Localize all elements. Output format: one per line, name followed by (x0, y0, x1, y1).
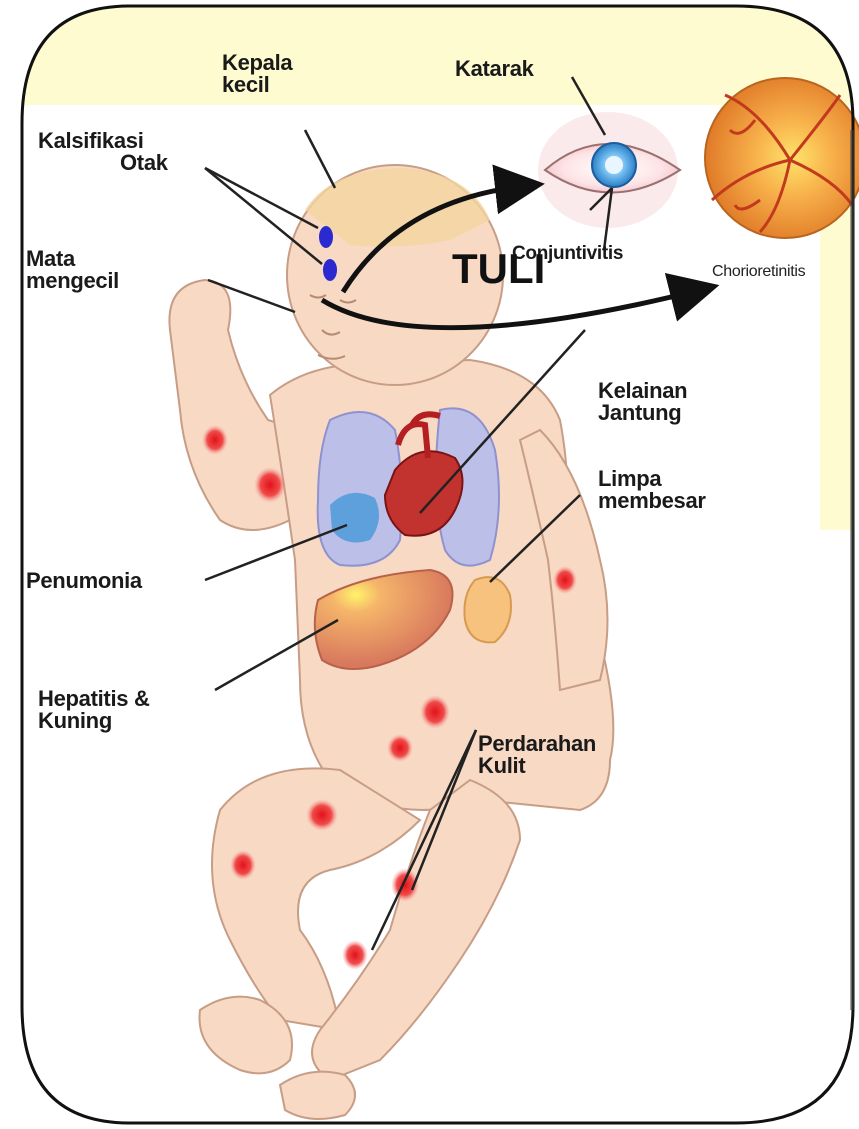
label-mata-mengecil: Mata mengecil (26, 248, 119, 292)
label-hepatitis-kuning: Hepatitis & Kuning (38, 688, 150, 732)
label-chorioretinitis: Chorioretinitis (712, 264, 805, 280)
chorioretinitis-retina-illustration (705, 78, 859, 238)
label-kepala-kecil: Kepala kecil (222, 52, 292, 96)
label-katarak: Katarak (455, 58, 534, 80)
label-kalsifikasi-otak: Kalsifikasi Otak (38, 130, 168, 174)
label-kelainan-jantung: Kelainan Jantung (598, 380, 687, 424)
label-perdarahan-kulit: Perdarahan Kulit (478, 733, 596, 777)
pneumonia-patch (330, 493, 379, 543)
spleen-illustration (464, 577, 511, 642)
label-penumonia: Penumonia (26, 570, 142, 592)
label-tuli: TULI (452, 248, 545, 290)
label-limpa-membesar: Limpa membesar (598, 468, 706, 512)
